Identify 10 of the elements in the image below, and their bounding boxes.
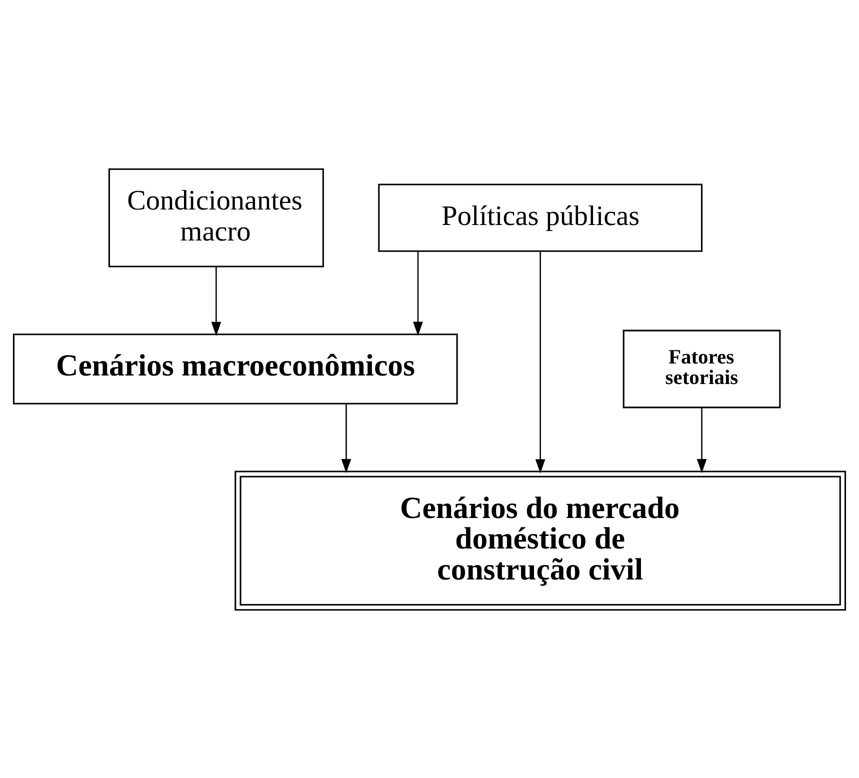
- arrow: [696, 407, 707, 473]
- node-box: Fatores setoriais: [622, 329, 781, 408]
- node-box: Políticas públicas: [378, 183, 703, 252]
- node-box: Cenários do mercado doméstico de construção civil: [234, 470, 846, 610]
- arrow: [413, 250, 423, 336]
- node-box: Cenários macroeconômicos: [12, 333, 458, 404]
- arrow: [535, 250, 546, 473]
- arrow: [341, 403, 352, 473]
- arrow: [211, 266, 222, 336]
- node-box: Condicionantes macro: [108, 168, 324, 267]
